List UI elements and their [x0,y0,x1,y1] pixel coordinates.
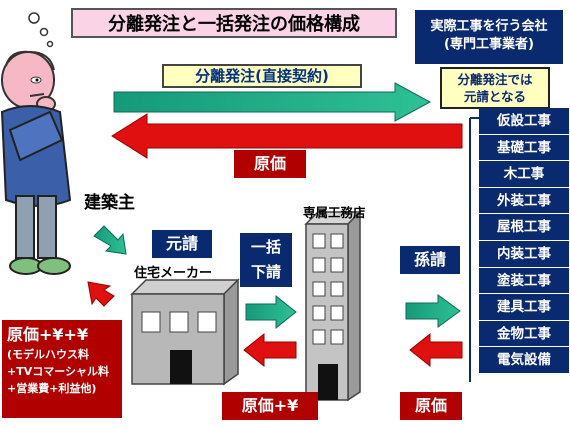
komuten-to-trades-arrow [405,294,461,328]
owner-to-maker-arrow [93,225,127,255]
bunri-note-line-1: 分離発注では [457,72,533,87]
trade-item: 塗装工事 [479,267,569,295]
bunri-label: 分離発注(直接契約) [162,64,362,88]
trade-item: 電気設備 [479,347,569,374]
top-cost-label: 原価 [234,150,306,178]
trades-to-komuten-arrow [409,332,463,368]
maker-cost-box: 原価+¥+¥ (モデルハウス料 +TVコマーシャル料 +営業費+利益他) [2,320,122,418]
trade-item: 内装工事 [479,240,569,268]
cost-box-line-3: +TVコマーシャル料 [7,365,110,378]
housemaker-building-icon [130,278,240,386]
cost-arrow-left-top [111,113,463,159]
maker-to-owner-arrow [87,281,115,307]
page-title: 分離発注と一括発注の価格構成 [71,8,397,38]
ikkatsu-label: 一括 下請 [240,233,292,287]
maker-to-komuten-arrow [245,294,297,330]
cost-box-line-1: 原価+¥+¥ [7,325,89,344]
komuten-building-icon [304,210,362,402]
trade-item: 金物工事 [479,320,569,348]
owner-label: 建築主 [84,193,135,213]
komuten-to-maker-arrow [243,332,297,368]
bottom-cost-label: 原価 [400,392,462,420]
motouke-label: 元請 [152,230,212,258]
trade-item: 建具工事 [479,294,569,321]
mid-cost-label: 原価+¥ [222,392,318,420]
thought-bubble-icon [28,12,40,24]
magouke-label: 孫請 [400,246,460,274]
trade-item: 外装工事 [479,187,569,215]
trade-item: 木工事 [479,161,569,188]
bunri-note-line-2: 元請となる [463,89,527,104]
specialist-contractor-box: 実際工事を行う会社 (専門工事業者) [415,10,563,64]
trade-item: 仮設工事 [479,108,569,135]
trade-item: 基礎工事 [479,134,569,162]
senzoku-label: 専属工務店 [303,205,366,220]
ikkatsu-line-1: 一括 [250,238,281,256]
bunri-arrow-right [113,82,432,122]
trade-item: 屋根工事 [479,214,569,241]
cost-box-line-4: +営業費+利益他) [7,382,97,395]
owner-figure-illustration [0,12,72,275]
company-line-1: 実際工事を行う会社 [430,19,548,34]
ikkatsu-line-2: 下請 [250,263,281,281]
trades-list: 仮設工事 基礎工事 木工事 外装工事 屋根工事 内装工事 塗装工事 建具工事 金… [479,108,569,374]
cost-box-line-2: (モデルハウス料 [7,348,90,361]
housemaker-label: 住宅メーカー [134,266,213,281]
company-line-2: (専門工事業者) [444,37,534,52]
